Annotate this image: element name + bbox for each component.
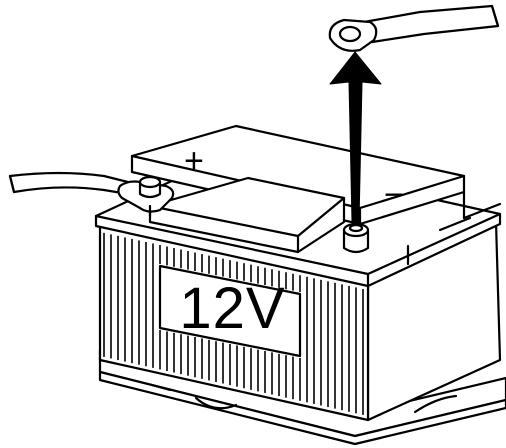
up-arrow-icon [329,51,382,223]
negative-cable [362,4,500,44]
positive-symbol: + [184,142,204,180]
negative-terminal-icon [342,222,370,254]
positive-pad [148,176,346,254]
voltage-label: 12V [179,276,286,341]
negative-cable-clamp-icon [328,18,378,52]
lid-step-details [406,190,502,266]
negative-symbol: − [384,176,404,214]
battery-ribs [103,232,364,415]
voltage-plate [158,264,302,358]
positive-terminal-icon [117,175,175,218]
positive-cable [8,171,130,196]
